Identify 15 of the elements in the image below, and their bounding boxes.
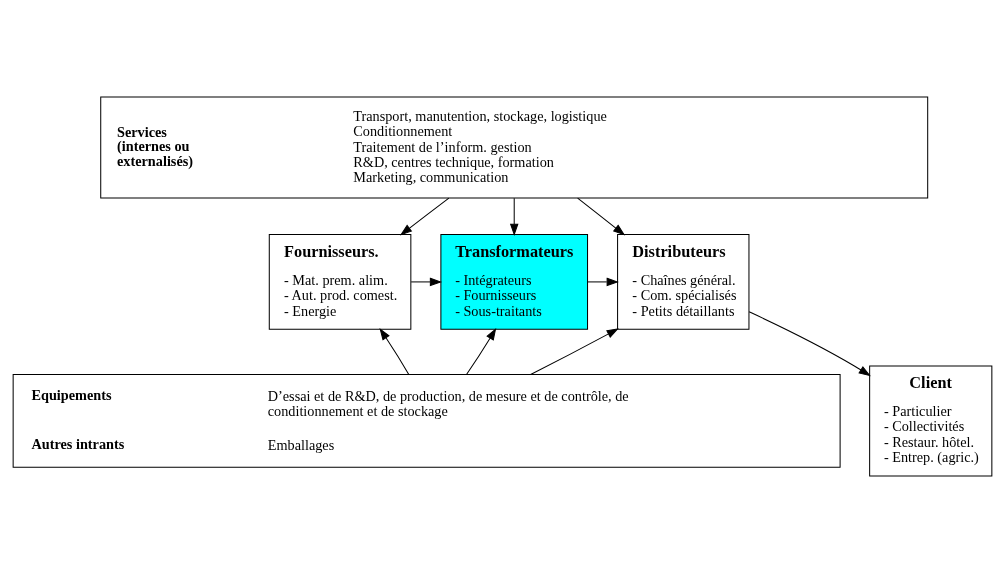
arrow bbox=[465, 328, 496, 375]
node-box: Services (internes ou externalisés) Transport, manutention, stockage, logistique Conditionnement Traitement de l’inform. gestion R&D, centres technique, formation Marketing, communication bbox=[99, 96, 928, 199]
arrow bbox=[509, 197, 518, 236]
node-box: Transformateurs - Intégrateurs - Fournisseurs - Sous-traitants bbox=[439, 234, 588, 330]
arrow bbox=[410, 277, 442, 287]
arrow bbox=[399, 197, 449, 236]
arrow bbox=[586, 277, 619, 287]
arrow bbox=[529, 328, 619, 375]
arrow bbox=[748, 311, 871, 377]
node-box: Fournisseurs. - Mat. prem. alim. - Aut. prod. comest. - Energie bbox=[268, 234, 411, 330]
node-box: Equipements D’essai et de R&D, de production, de mesure et de contrôle, de conditionnement et de stockage Autres intrants Emballages bbox=[12, 374, 841, 468]
node-box: Client - Particulier - Collectivités - Restaur. hôtel. - Entrep. (agric.) bbox=[868, 365, 992, 477]
arrow bbox=[576, 197, 625, 236]
arrow bbox=[378, 328, 409, 375]
node-box: Distributeurs - Chaînes général. - Com. spécialisés - Petits détaillants bbox=[616, 234, 749, 330]
